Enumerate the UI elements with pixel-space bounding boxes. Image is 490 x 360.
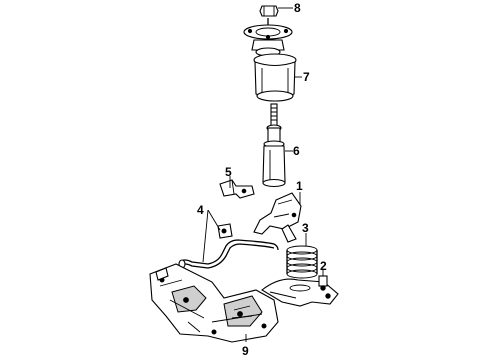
part-9-front-crossmember [149, 263, 279, 343]
upper-strut-mount [243, 18, 293, 57]
part-6-strut-shock-absorber [262, 103, 286, 188]
part-3-coil-spring [286, 245, 318, 279]
callout-8: 8 [294, 1, 301, 15]
callout-3: 3 [302, 221, 309, 235]
part-5-stabilizer-bracket [219, 179, 255, 199]
leader-line-4b [202, 209, 209, 263]
callout-1: 1 [296, 179, 303, 193]
callout-5: 5 [225, 165, 232, 179]
callout-7: 7 [303, 70, 310, 84]
leader-line-4a [207, 209, 221, 231]
part-1-steering-knuckle [253, 192, 302, 243]
part-8-upper-mount-nut [259, 5, 279, 17]
callout-2: 2 [320, 259, 327, 273]
part-7-dust-boot [253, 53, 297, 102]
callout-6: 6 [293, 144, 300, 158]
part-4-stabilizer-bar [178, 223, 279, 269]
callout-4: 4 [197, 203, 204, 217]
callout-9: 9 [242, 344, 249, 358]
